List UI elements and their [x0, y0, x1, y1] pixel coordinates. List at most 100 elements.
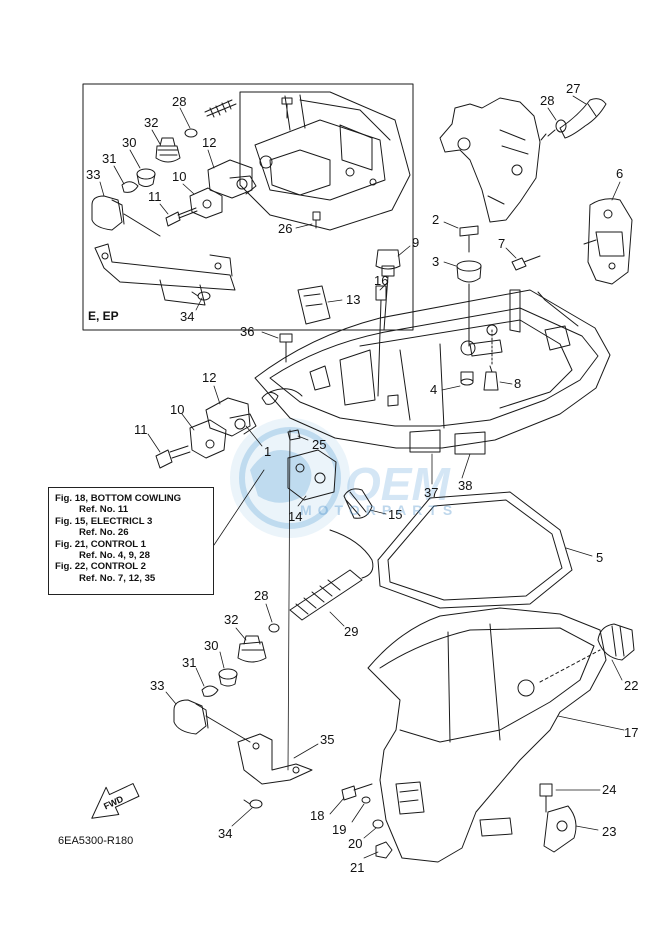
bracket-35 [237, 733, 313, 785]
reference-box: Fig. 18, BOTTOM COWLING Ref. No. 11 Fig.… [48, 487, 214, 595]
callout-27: 27 [566, 81, 580, 96]
engine-bracket-right [439, 97, 541, 223]
ref-no-22: Ref. No. 7, 12, 35 [79, 572, 156, 584]
fitting-8 [483, 365, 499, 391]
hose-27 [559, 98, 607, 139]
plug-9 [375, 249, 401, 277]
ref-no-15: Ref. No. 26 [79, 527, 129, 539]
washer-20 [372, 819, 384, 829]
screw-18 [341, 783, 373, 801]
callout-11-inset: 11 [148, 189, 162, 204]
ring-28-top [555, 119, 567, 133]
clip-25 [287, 429, 301, 441]
bracket-23 [543, 805, 577, 853]
callout-13: 13 [346, 292, 360, 307]
inset-knob-32 [155, 137, 181, 163]
screw-24 [539, 783, 553, 813]
washer-19 [361, 796, 371, 804]
inset-choke-knob-33 [91, 195, 161, 237]
screw-11 [155, 445, 191, 469]
callout-30-inset: 30 [122, 135, 136, 150]
callout-33-inset: 33 [86, 167, 100, 182]
nut-21 [375, 841, 393, 859]
inset-spring [204, 99, 237, 118]
inset-plate-10 [189, 187, 223, 219]
callout-11: 11 [134, 422, 148, 437]
inset-screw-34 [191, 291, 211, 301]
callout-14: 14 [288, 509, 302, 524]
callout-16: 16 [374, 273, 388, 288]
callout-34-lower: 34 [218, 826, 232, 841]
screw-36 [279, 333, 293, 363]
callout-12: 12 [202, 370, 216, 385]
callout-7: 7 [498, 236, 505, 251]
drawing-code: 6EA5300-R180 [58, 835, 134, 847]
callout-24: 24 [602, 782, 616, 797]
callout-17: 17 [624, 725, 638, 740]
callout-28-top: 28 [540, 93, 554, 108]
callout-33-lower: 33 [150, 678, 164, 693]
grommet-15 [343, 488, 373, 519]
callout-34-inset: 34 [180, 309, 194, 324]
callout-36: 36 [240, 324, 254, 339]
callout-32-inset: 32 [144, 115, 158, 130]
callout-37: 37 [424, 485, 438, 500]
callout-numbers: 28 32 30 31 33 12 10 11 26 34 27 28 6 2 … [86, 81, 638, 875]
callout-29: 29 [344, 624, 358, 639]
svg-text:OEM: OEM [345, 458, 451, 510]
callout-10: 10 [170, 402, 184, 417]
inset-screw-11 [165, 207, 198, 227]
inset-spring-clip-31 [121, 181, 139, 193]
callout-25: 25 [312, 437, 326, 452]
sleeve-29 [289, 569, 363, 621]
choke-knob-33-lower [173, 699, 251, 743]
callout-3: 3 [432, 254, 439, 269]
fwd-label: FWD [102, 794, 125, 812]
watermark-logo: OEM [230, 418, 451, 538]
callout-2: 2 [432, 212, 439, 227]
ref-fig-15: Fig. 15, ELECTRICL 3 [55, 515, 153, 527]
callout-18: 18 [310, 808, 324, 823]
callout-31-inset: 31 [102, 151, 116, 166]
callout-28-lower: 28 [254, 588, 268, 603]
inset-bracket [94, 243, 236, 306]
holder-13 [297, 285, 331, 325]
leader-lines [99, 95, 625, 859]
inset-ring-28 [184, 128, 198, 138]
callout-12-inset: 12 [202, 135, 216, 150]
cable [329, 529, 374, 579]
seal-5 [377, 491, 573, 609]
callout-22: 22 [624, 678, 638, 693]
screw-16 [375, 285, 387, 301]
knob-32-lower [237, 635, 267, 663]
grommet-3 [456, 260, 482, 283]
ring-28-lower [268, 623, 280, 633]
callout-26: 26 [278, 221, 292, 236]
callout-15: 15 [388, 507, 402, 522]
screw-2 [459, 225, 479, 253]
inset-variant-label: E, EP [88, 309, 119, 323]
callout-5: 5 [596, 550, 603, 565]
callout-21: 21 [350, 860, 364, 875]
watermark-text: MOTORPARTS [300, 502, 459, 518]
screw-34-lower [243, 799, 263, 809]
clip-31-lower [201, 685, 219, 697]
plate-10 [189, 419, 227, 459]
callout-8: 8 [514, 376, 521, 391]
ref-no-18: Ref. No. 11 [79, 504, 129, 516]
panel-14 [287, 449, 337, 501]
callout-1: 1 [264, 444, 271, 459]
callout-19: 19 [332, 822, 346, 837]
ref-fig-21: Fig. 21, CONTROL 1 [55, 538, 146, 550]
ref-fig-18: Fig. 18, BOTTOM COWLING [55, 493, 182, 504]
callout-23: 23 [602, 824, 616, 839]
callout-20: 20 [348, 836, 362, 851]
callout-35: 35 [320, 732, 334, 747]
callout-38: 38 [458, 478, 472, 493]
callout-6: 6 [616, 166, 623, 181]
holder-12 [205, 397, 257, 437]
callout-4: 4 [430, 382, 437, 397]
lower-case-17 [367, 607, 607, 863]
fwd-arrow-icon [91, 783, 140, 819]
